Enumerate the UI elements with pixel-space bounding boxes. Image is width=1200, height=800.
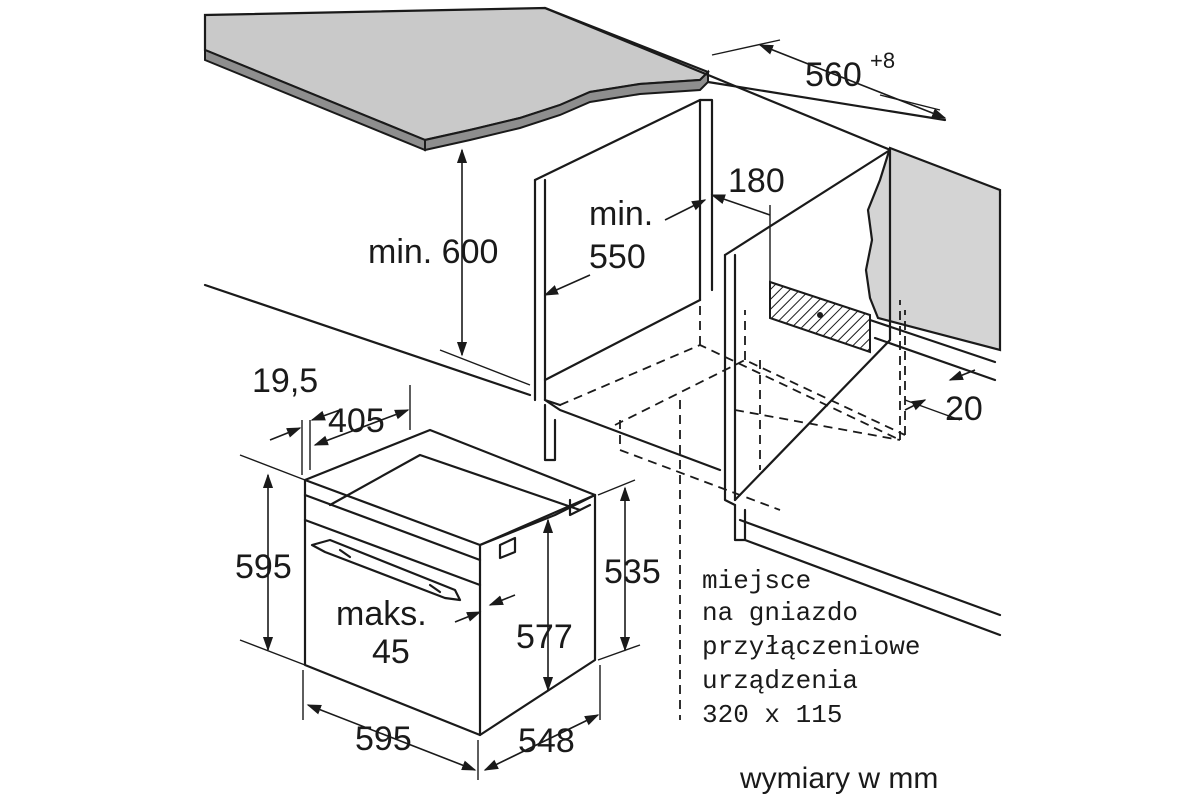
- right-wall: [543, 6, 1002, 382]
- dim-195-label: 19,5: [252, 362, 318, 400]
- dim-min600-label: min. 600: [368, 233, 498, 271]
- dimension-lines: [239, 39, 976, 780]
- dim-560-label: 560: [805, 56, 862, 94]
- dim-548-label: 548: [518, 722, 575, 760]
- socket-note: miejsce na gniazdo przyłączeniowe urządz…: [702, 566, 920, 730]
- dim-20-label: 20: [945, 390, 983, 428]
- dim-595-height-label: 595: [235, 548, 292, 586]
- dim-180-label: 180: [728, 162, 785, 200]
- dim-405-label: 405: [328, 402, 385, 440]
- dim-560-tolerance: +8: [870, 48, 895, 73]
- cabinet-niche: [203, 98, 1002, 637]
- socket-note-line4: urządzenia: [702, 666, 858, 696]
- dim-577-label: 577: [516, 618, 573, 656]
- dim-maks-label: maks.: [336, 595, 427, 633]
- units-note: wymiary w mm: [739, 762, 938, 795]
- dim-535-label: 535: [604, 553, 661, 591]
- socket-area: [769, 280, 871, 354]
- dim-45-label: 45: [372, 633, 410, 671]
- dim-min-label: min.: [589, 195, 653, 233]
- dim-550-label: 550: [589, 238, 646, 276]
- worktop: [203, 6, 710, 152]
- socket-note-line3: przyłączeniowe: [702, 632, 920, 662]
- socket-note-line2: na gniazdo: [702, 598, 858, 628]
- socket-note-line1: miejsce: [702, 566, 811, 596]
- socket-note-line5: 320 x 115: [702, 700, 842, 730]
- dim-595-width-label: 595: [355, 720, 412, 758]
- niche-dashed-outline: [559, 300, 906, 720]
- oven: [303, 428, 597, 737]
